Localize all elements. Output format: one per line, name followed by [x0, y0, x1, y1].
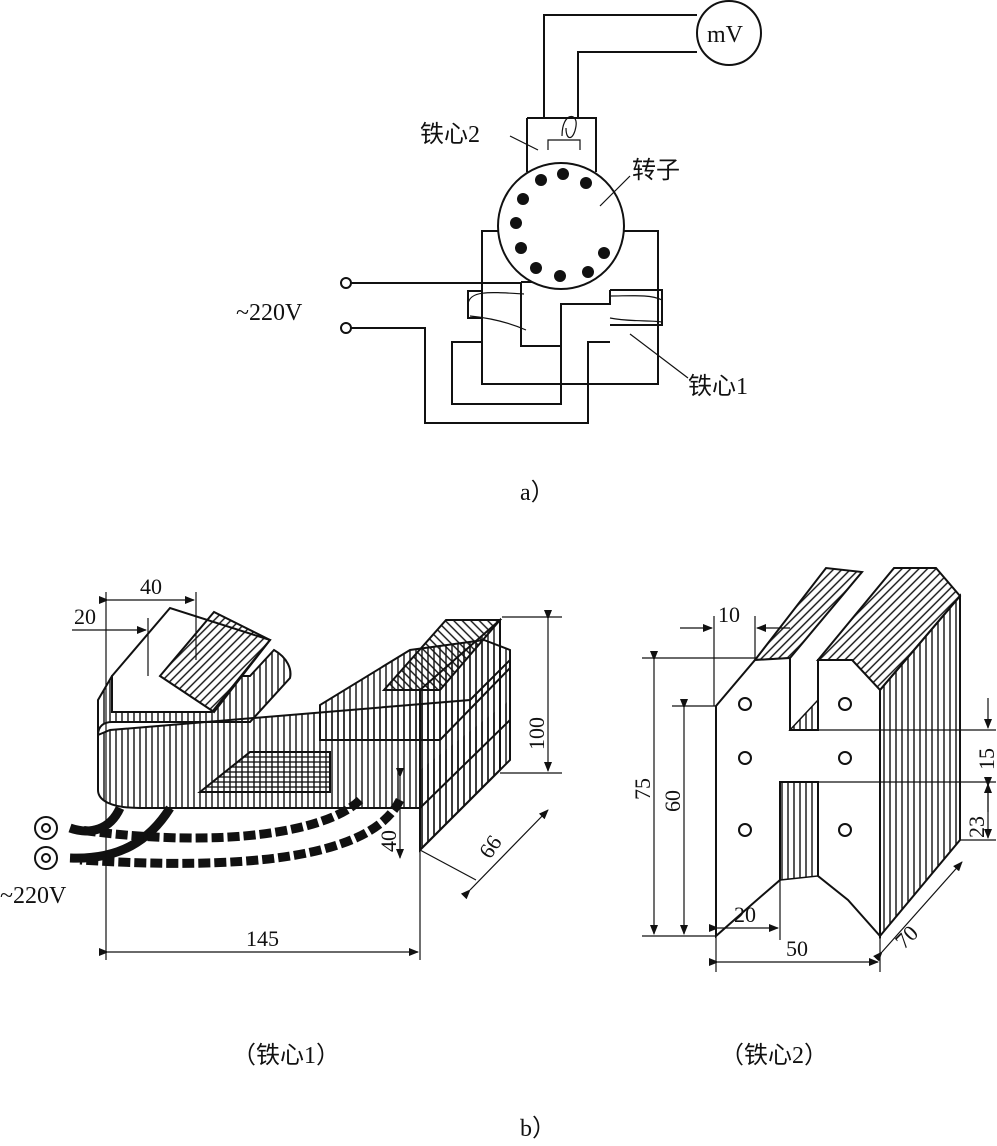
circuit-diagram: mV 铁心2 转子 — [236, 0, 762, 506]
core1-lead-4 — [79, 797, 405, 868]
dim-height-100: 100 — [524, 717, 549, 750]
rotor-conductor — [517, 193, 529, 205]
core1-lead-2 — [69, 805, 174, 863]
dim-lower-23: 23 — [964, 816, 989, 838]
core1-drawing: ~220V 40 20 100 40 66 145 （铁心1） — [0, 574, 562, 1069]
core2-drawing: 10 75 60 15 23 20 50 70 （铁心2） — [630, 566, 997, 1069]
rivet-hole-icon — [738, 697, 752, 711]
dim-length-145: 145 — [246, 926, 279, 951]
rotor-conductor — [557, 168, 569, 180]
core1-lead-3 — [79, 796, 364, 843]
rotor-conductor — [554, 270, 566, 282]
rivet-hole-icon — [838, 823, 852, 837]
terminal-top-icon — [340, 277, 352, 289]
meter-lead-right — [577, 51, 697, 118]
rotor — [497, 162, 625, 290]
dim-lower-40: 40 — [376, 830, 401, 852]
core2-holes — [738, 697, 852, 837]
core2-bottom-slot-inner — [779, 781, 819, 881]
dim-height-60: 60 — [660, 790, 685, 812]
caption-a: a） — [520, 480, 555, 506]
dim-width-50: 50 — [786, 936, 808, 961]
rotor-conductor — [515, 242, 527, 254]
rotor-leader — [599, 175, 631, 207]
dim-line-70 — [873, 861, 963, 962]
core1-winding — [467, 289, 663, 326]
supply-wire-loop — [451, 341, 562, 405]
rotor-conductor — [580, 177, 592, 189]
terminal-bottom-icon — [340, 322, 352, 334]
dim-height-75: 75 — [630, 778, 655, 800]
core1-coil-left-icon — [467, 291, 527, 331]
lug-bottom-hole — [41, 853, 51, 863]
rotor-conductor — [582, 266, 594, 278]
dim-slot-15: 15 — [974, 748, 997, 770]
rivet-hole-icon — [838, 751, 852, 765]
core1-label: 铁心1 — [688, 373, 748, 400]
dim-line-66 — [460, 809, 549, 900]
rotor-label: 转子 — [632, 157, 680, 184]
rotor-conductor — [598, 247, 610, 259]
rotor-conductors — [510, 168, 610, 282]
rivet-hole-icon — [838, 697, 852, 711]
millivoltmeter-icon — [696, 0, 762, 66]
lug-top-hole — [41, 823, 51, 833]
core2-slot-inner — [788, 698, 819, 731]
meter-label: mV — [707, 22, 744, 48]
core1-middle-bar — [197, 751, 331, 793]
core1-right-lower — [419, 700, 511, 853]
core1-coil-right-icon — [609, 295, 663, 323]
supply-wire-bottom — [351, 327, 610, 424]
supply-label-a: ~220V — [236, 300, 303, 326]
core1-leader — [629, 333, 689, 379]
core1-lead-1 — [68, 805, 125, 836]
dim-left-20: 20 — [74, 604, 96, 629]
core2-coil-icon — [547, 116, 581, 150]
caption-core1: （铁心1） — [232, 1042, 340, 1069]
rotor-conductor — [530, 262, 542, 274]
rivet-hole-icon — [738, 751, 752, 765]
rivet-hole-icon — [738, 823, 752, 837]
supply-label-b: ~220V — [0, 883, 67, 909]
caption-b: b） — [520, 1116, 556, 1142]
dim-bottom-20: 20 — [734, 902, 756, 927]
rotor-conductor — [510, 217, 522, 229]
core2-label: 铁心2 — [420, 121, 480, 148]
rotor-conductor — [535, 174, 547, 186]
dim-top-10: 10 — [718, 602, 740, 627]
meter-lead-left — [543, 14, 697, 118]
caption-core2: （铁心2） — [720, 1042, 828, 1069]
dim-ext — [419, 849, 477, 881]
dim-top-40: 40 — [140, 574, 162, 599]
core1-inner-step — [520, 281, 611, 347]
dim-depth-70: 70 — [890, 920, 923, 953]
core2-leader — [509, 135, 539, 151]
